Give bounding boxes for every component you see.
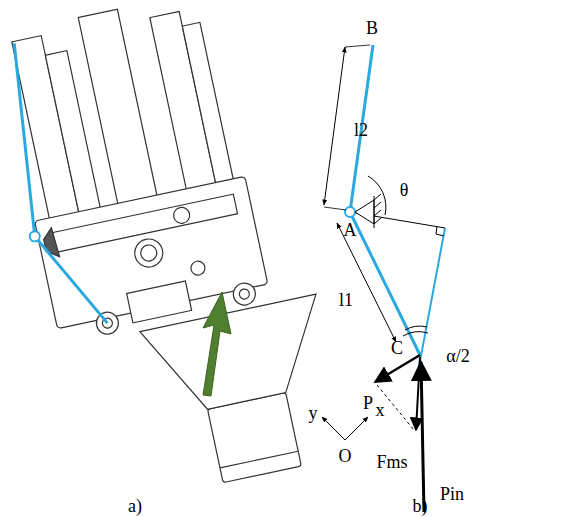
joint-label: A (344, 221, 357, 239)
dimension-label: l1 (339, 291, 353, 309)
force-label: Fms (376, 453, 407, 471)
kinematic-scheme (322, 45, 445, 512)
gripper-drawing (0, 0, 350, 511)
corner-label: B (366, 19, 378, 37)
dimension-label: l2 (354, 121, 368, 139)
force-label: Pin (440, 485, 464, 503)
angle-label: θ (400, 181, 409, 199)
axis-label: x (376, 401, 385, 419)
axis-label: O (339, 447, 352, 465)
force-label: P (363, 394, 373, 412)
joint-label: C (391, 339, 403, 357)
angle-label: α/2 (446, 347, 469, 365)
panel-label: b) (413, 497, 428, 515)
axis-label: y (309, 404, 318, 422)
input-arrow (203, 292, 231, 396)
panel-label: a) (128, 497, 142, 515)
